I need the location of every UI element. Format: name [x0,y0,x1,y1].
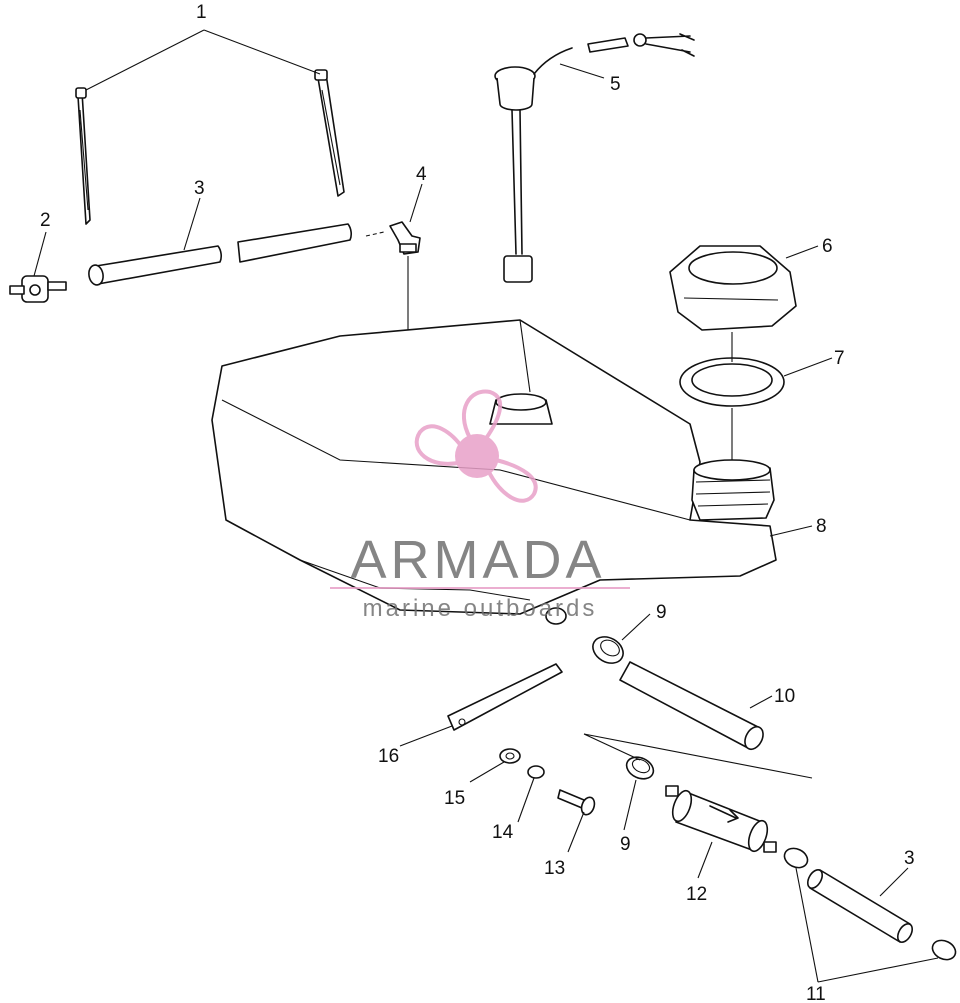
part-13-screw [557,789,596,816]
propeller-logo-icon [414,389,538,503]
callout-1: 1 [196,2,207,23]
callout-2: 2 [40,210,51,231]
part-2-fuel-connector [9,275,67,303]
callout-3-lower: 3 [904,848,915,869]
part-15-washer [499,748,521,764]
part-3-fuel-hose-upper [88,223,352,286]
callout-10: 10 [774,686,795,707]
part-9-hose-clamp-upper [545,607,624,664]
callout-14: 14 [492,822,514,843]
callout-labels: 1 2 3 4 5 6 7 8 9 10 16 15 14 13 9 12 3 … [40,2,915,1003]
part-3-fuel-hose-lower [806,869,914,943]
callout-4: 4 [416,164,427,185]
callout-3: 3 [194,178,205,199]
callout-13: 13 [544,858,565,879]
watermark-tagline: marine outboards [363,595,598,622]
armada-watermark: ARMADA marine outboards [330,389,630,622]
callout-15: 15 [444,788,465,809]
part-11-hose-clamps [783,847,957,961]
watermark-brand: ARMADA [350,530,605,590]
part-12-fuel-filter [665,785,777,853]
callout-16: 16 [378,746,399,767]
callout-6: 6 [822,236,833,257]
callout-12: 12 [686,884,707,905]
callout-9-upper: 9 [656,602,667,623]
part-7-cap-gasket [679,332,785,462]
part-14-lock-washer [527,765,545,779]
part-16-filter-bracket [447,663,563,731]
part-9-hose-clamp-lower [583,733,813,780]
callout-11: 11 [806,984,826,1003]
part-5-fuel-gauge [494,33,695,283]
callout-9-lower: 9 [620,834,631,855]
part-1-tank-straps [75,69,345,225]
callout-8: 8 [816,516,827,537]
callout-leaders [33,29,939,983]
callout-5: 5 [610,74,621,95]
callout-7: 7 [834,348,845,369]
part-10-fuel-hose [619,661,764,751]
part-6-filler-cap [669,245,797,331]
